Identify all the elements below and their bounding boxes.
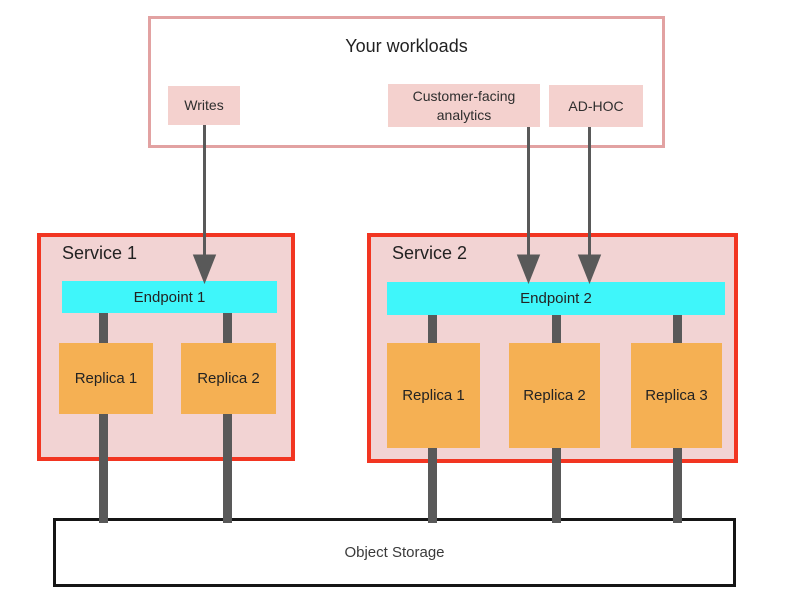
service2-replica2: Replica 2 [509, 343, 600, 448]
service1-replica1-label: Replica 1 [74, 370, 138, 387]
object-storage-label: Object Storage [344, 544, 445, 561]
service1-name: Service 1 [62, 243, 138, 263]
service2-box: Service 2 Endpoint 2 Replica 1 Replica 2… [367, 233, 738, 463]
your-workloads-title: Your workloads [345, 36, 468, 56]
workload-analytics-label: Customer-facing analytics [412, 88, 516, 123]
service2-endpoint: Endpoint 2 [387, 282, 725, 315]
service1-replica1: Replica 1 [59, 343, 153, 414]
service2-replica3-label: Replica 3 [645, 387, 708, 404]
object-storage-box: Object Storage [53, 518, 736, 587]
workload-customer-facing-analytics: Customer-facing analytics [388, 84, 540, 127]
service2-replica3: Replica 3 [631, 343, 722, 448]
connector-service1-replica1-storage [99, 313, 108, 523]
service1-box: Service 1 Endpoint 1 Replica 1 Replica 2 [37, 233, 295, 461]
service1-replica2: Replica 2 [181, 343, 276, 414]
workload-writes: Writes [168, 86, 240, 125]
service2-replica1: Replica 1 [387, 343, 480, 448]
service2-replica1-label: Replica 1 [402, 387, 465, 404]
service1-endpoint: Endpoint 1 [62, 281, 277, 313]
service2-name: Service 2 [392, 243, 468, 263]
connector-service1-replica2-storage [223, 313, 232, 523]
service1-replica2-label: Replica 2 [197, 370, 260, 387]
workload-writes-label: Writes [184, 97, 224, 114]
service2-endpoint-label: Endpoint 2 [520, 290, 592, 307]
workload-ad-hoc-label: AD-HOC [568, 97, 624, 114]
service2-replica2-label: Replica 2 [523, 387, 586, 404]
your-workloads-box: Your workloads Writes Customer-facing an… [148, 16, 665, 148]
service1-endpoint-label: Endpoint 1 [133, 288, 206, 306]
workload-ad-hoc: AD-HOC [549, 85, 643, 127]
